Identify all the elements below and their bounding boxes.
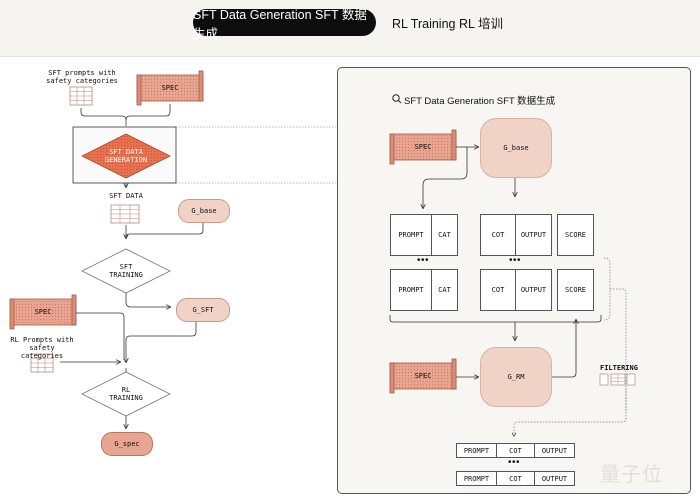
result-prompt-cell: PROMPT <box>457 472 497 485</box>
detail-panel: SFT Data Generation SFT 数据生成 SPEC G_base… <box>337 67 691 494</box>
result-cot-cell: COT <box>497 472 535 485</box>
top-divider <box>0 56 700 57</box>
g-spec-node: G_spec <box>101 432 153 456</box>
filtering-table-icon <box>599 373 636 386</box>
prompt-cell: PROMPT <box>391 215 432 255</box>
sft-prompts-table-icon <box>69 86 93 106</box>
spec-label: SPEC <box>161 84 179 92</box>
tab-rl-training[interactable]: RL Training RL 培训 <box>392 17 503 31</box>
rl-prompts-label: RL Prompts with safety categories <box>10 336 74 360</box>
filtering-label: FILTERING <box>600 364 638 372</box>
spec2-scroll-shape <box>9 294 77 330</box>
ellipsis-left: ••• <box>417 255 430 266</box>
g-base-node: G_base <box>178 199 230 223</box>
cat-cell: CAT <box>438 231 451 239</box>
cot-output-box-1: COT OUTPUT <box>480 214 552 256</box>
sft-data-label: SFT DATA <box>109 192 143 200</box>
panel-spec2-label: SPEC <box>414 372 432 380</box>
watermark: 量子位 <box>600 464 663 486</box>
g-sft-node: G_SFT <box>176 298 230 322</box>
panel-spec-label: SPEC <box>414 143 432 151</box>
prompt-cell: PROMPT <box>391 270 432 310</box>
spec-scroll-shape <box>136 70 204 106</box>
spec2-label: SPEC <box>34 308 52 316</box>
score-cell: SCORE <box>564 231 587 239</box>
result-output-cell: OUTPUT <box>541 474 568 483</box>
output-cell: OUTPUT <box>520 231 547 239</box>
sft-data-generation-label: SFT DATA GENERATION <box>104 148 148 164</box>
score-box-1: SCORE <box>557 214 594 256</box>
cat-cell: CAT <box>438 286 451 294</box>
cot-cell: COT <box>481 215 516 255</box>
result-prompt-cell: PROMPT <box>457 444 497 457</box>
panel-title: SFT Data Generation SFT 数据生成 <box>404 96 556 107</box>
search-icon <box>392 94 402 104</box>
panel-g-base-node: G_base <box>480 118 552 178</box>
score-box-2: SCORE <box>557 269 594 311</box>
rl-training-label: RL TRAINING <box>109 386 143 402</box>
rl-prompts-table-icon <box>30 353 54 373</box>
panel-spec-scroll <box>389 129 457 165</box>
cot-output-box-2: COT OUTPUT <box>480 269 552 311</box>
sft-data-table-icon <box>110 204 140 224</box>
panel-diagram <box>389 94 636 493</box>
ellipsis-results: ••• <box>508 457 521 468</box>
score-cell: SCORE <box>564 286 587 294</box>
sft-generation-diamond <box>81 133 171 179</box>
g-rm-node: G_RM <box>480 347 552 407</box>
result-cot-cell: COT <box>497 444 535 457</box>
result-row-1: PROMPT COT OUTPUT <box>456 443 575 458</box>
sft-prompts-label: SFT prompts with safety categories <box>46 69 118 85</box>
sft-training-label: SFT TRAINING <box>109 263 143 279</box>
prompt-cat-box-1: PROMPT CAT <box>390 214 458 256</box>
prompt-cat-box-2: PROMPT CAT <box>390 269 458 311</box>
cot-cell: COT <box>481 270 516 310</box>
result-output-cell: OUTPUT <box>541 446 568 455</box>
result-row-2: PROMPT COT OUTPUT <box>456 471 575 486</box>
output-cell: OUTPUT <box>520 286 547 294</box>
ellipsis-mid: ••• <box>509 255 522 266</box>
tab-sft-data-generation[interactable]: SFT Data Generation SFT 数据生成 <box>193 8 376 41</box>
panel-spec2-scroll <box>389 358 457 394</box>
